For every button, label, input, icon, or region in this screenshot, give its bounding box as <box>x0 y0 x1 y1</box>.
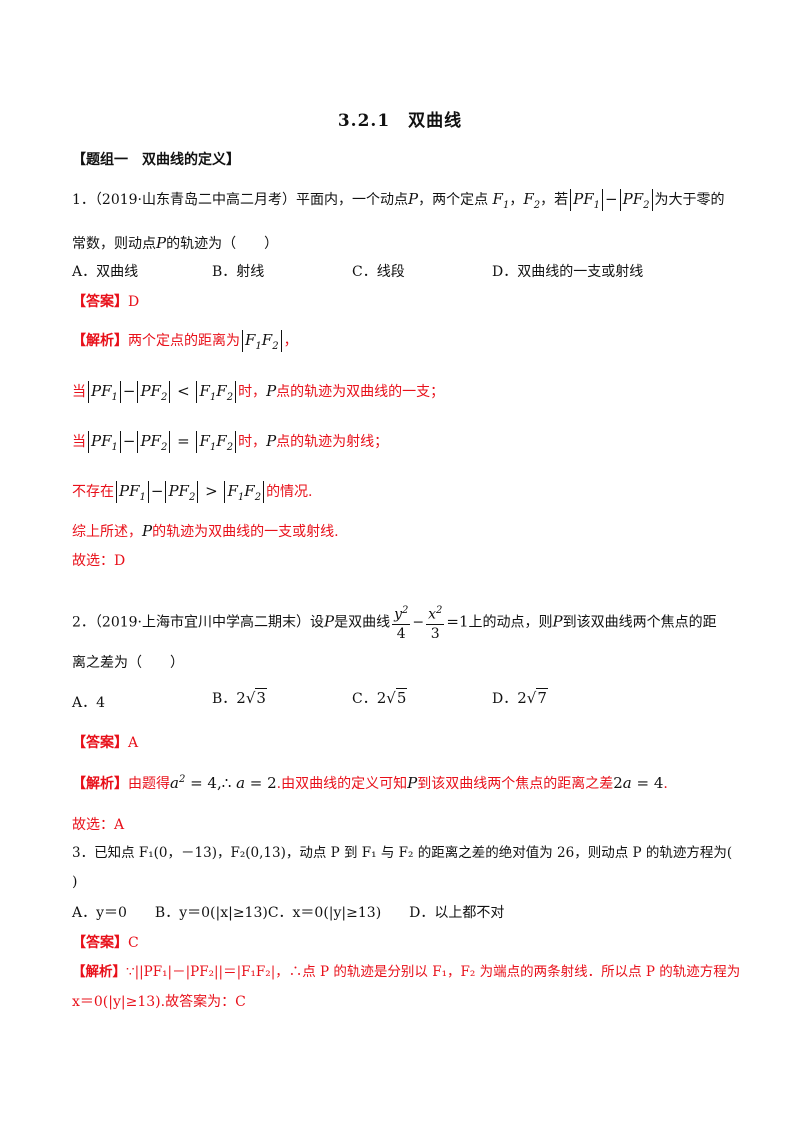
q3-options: A．y＝0 B．y＝0(|x|≥13)C．x＝0(|y|≥13) D．以上都不对 <box>72 905 505 921</box>
answer-tag: 【答案】 <box>72 735 128 751</box>
math-P: P <box>142 522 153 540</box>
math-P: P <box>156 234 167 252</box>
q1-stem-line2-b: 的轨迹为（ ） <box>166 236 279 252</box>
q2-option-d-radicand: 7 <box>536 688 548 707</box>
q2-analysis-d: . <box>663 776 668 792</box>
math-abs-f1f2: F1F2 <box>240 330 284 352</box>
math-P: P <box>266 382 277 400</box>
q1-analysis-3b: 时， <box>238 434 267 450</box>
q2-stem-b: 是双曲线 <box>334 614 391 631</box>
q1-analysis-1-end: ， <box>283 333 298 349</box>
q3-analysis-line2: x＝0(|y|≥13).故答案为：C <box>72 994 246 1010</box>
q3-stem-line2: ) <box>72 874 78 890</box>
sqrt-icon: √3 <box>245 688 267 707</box>
answer-value: D <box>128 294 140 310</box>
page-title: 3.2.1 双曲线 <box>337 111 463 131</box>
q2-option-d-label: D． <box>492 691 518 707</box>
analysis-tag: 【解析】 <box>72 964 126 980</box>
q1-analysis-2c: 点的轨迹为双曲线的一支； <box>276 384 445 400</box>
q2-option-c-label: C． <box>352 691 377 707</box>
q2-analysis-c: 到该双曲线两个焦点的距离之差 <box>417 776 614 792</box>
q2-stem-a: 2．（2019·上海市宜川中学高二期末）设 <box>72 614 324 631</box>
q1-option-b: B．射线 <box>212 264 265 280</box>
q2-stem-c: 上的动点，则 <box>468 614 553 631</box>
q1-summary-a: 综上所述， <box>72 524 142 540</box>
q2-answer: 【答案】A <box>72 733 138 753</box>
q1-summary-b: 的轨迹为双曲线的一支或射线. <box>152 524 339 540</box>
q1-analysis-3c: 点的轨迹为射线； <box>276 434 389 450</box>
math-abs-pf1-pf2: PF1−PF2 <box>568 189 654 211</box>
q2-option-d: D．2√7 <box>492 688 548 707</box>
q3-analysis-1: ∵||PF₁|－|PF₂||＝|F₁F₂|，∴点 P 的轨迹是分别以 F₁，F₂… <box>126 964 741 980</box>
q1-stem-b: ，两个定点 <box>418 192 489 208</box>
answer-value: A <box>128 735 139 751</box>
q2-stem-line2: 离之差为（ ） <box>72 655 184 671</box>
q1-stem-line1: 1．（2019·山东青岛二中高二月考）平面内，一个动点P，两个定点 F1，F2，… <box>72 189 725 211</box>
math-P: P <box>266 432 277 450</box>
math-P: P <box>552 612 563 631</box>
q2-stem-d: 到该双曲线两个焦点的距 <box>562 614 717 631</box>
math-P: P <box>324 612 335 631</box>
q1-answer: 【答案】D <box>72 292 139 312</box>
q1-option-c: C．线段 <box>352 264 405 280</box>
q2-option-b: B．2√3 <box>212 688 267 707</box>
q2-choose: 故选：A <box>72 817 125 833</box>
math-F1: F1 <box>492 190 510 211</box>
answer-tag: 【答案】 <box>72 294 128 310</box>
q1-when: 当 <box>72 434 86 450</box>
q3-stem-line1: 3．已知点 F₁(0，－13)，F₂(0,13)，动点 P 到 F₁ 与 F₂ … <box>72 845 733 861</box>
q1-analysis-1: 两个定点的距离为 <box>128 333 240 349</box>
q1-option-a: A．双曲线 <box>72 264 139 280</box>
q2-option-a: A．4 <box>72 695 106 711</box>
q1-stem-a: 1．（2019·山东青岛二中高二月考）平面内，一个动点 <box>72 192 408 208</box>
q2-option-c-radicand: 5 <box>395 688 408 707</box>
math-2a-4: 2a = 4 <box>613 774 664 792</box>
math-eq: PF1−PF2 = F1F2 <box>86 431 238 453</box>
q1-summary: 综上所述，P的轨迹为双曲线的一支或射线. <box>72 521 339 542</box>
answer-tag: 【答案】 <box>72 935 128 951</box>
q1-stem-d: 为大于零的 <box>654 192 725 208</box>
q1-analysis-4b: 的情况. <box>266 484 313 500</box>
q1-stem-c: ，若 <box>540 192 569 208</box>
math-F2: F2 <box>523 190 541 211</box>
math-a2-4: a2 = 4,∴ a = 2 <box>170 774 277 792</box>
answer-value: C <box>128 935 139 951</box>
q2-option-c: C．2√5 <box>352 688 408 707</box>
analysis-tag: 【解析】 <box>72 776 128 792</box>
q2-option-b-radicand: 3 <box>255 688 267 707</box>
q1-option-d: D．双曲线的一支或射线 <box>492 264 644 280</box>
q3-answer: 【答案】C <box>72 933 139 953</box>
math-ineq-less: PF1−PF2 < F1F2 <box>86 381 238 403</box>
analysis-tag: 【解析】 <box>72 333 128 349</box>
q3-analysis-line1: 【解析】∵||PF₁|－|PF₂||＝|F₁F₂|，∴点 P 的轨迹是分别以 F… <box>72 962 740 982</box>
group-heading: 【题组一 双曲线的定义】 <box>72 152 240 168</box>
sqrt-icon: √7 <box>526 688 548 707</box>
math-P: P <box>408 190 419 208</box>
math-P: P <box>407 774 418 792</box>
q2-analysis: 【解析】由题得a2 = 4,∴ a = 2.由双曲线的定义可知P到该双曲线两个焦… <box>72 770 668 794</box>
q1-stem-line2-a: 常数，则动点 <box>72 236 156 252</box>
q1-not-exist: 不存在 <box>72 484 114 500</box>
q1-when: 当 <box>72 384 86 400</box>
q1-analysis-2b: 时， <box>238 384 267 400</box>
q2-analysis-b: .由双曲线的定义可知 <box>276 776 408 792</box>
sqrt-icon: √5 <box>386 688 408 707</box>
q2-option-b-label: B． <box>212 691 237 707</box>
q2-analysis-a: 由题得 <box>128 776 170 792</box>
math-ineq-greater: PF1−PF2 > F1F2 <box>114 481 266 503</box>
q1-stem-line2: 常数，则动点P的轨迹为（ ） <box>72 233 278 254</box>
q1-choose: 故选：D <box>72 553 126 569</box>
